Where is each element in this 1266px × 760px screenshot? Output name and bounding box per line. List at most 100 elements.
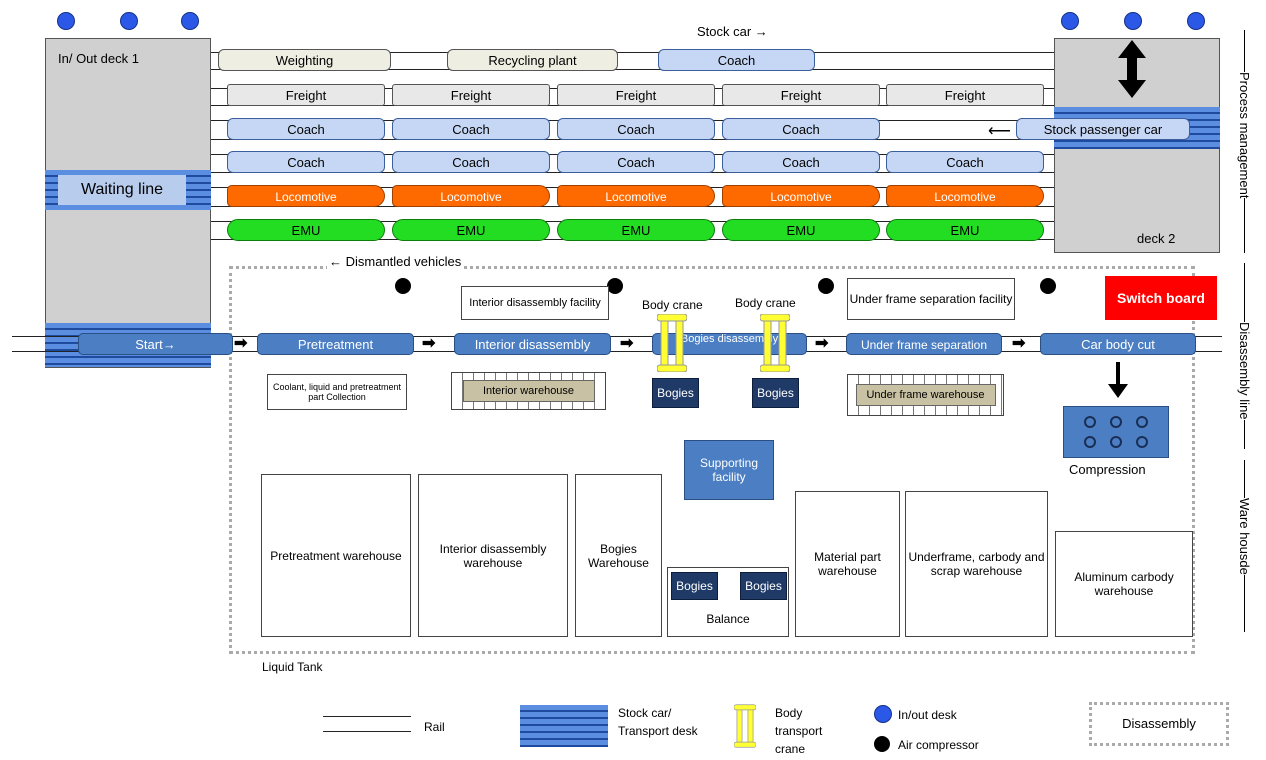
- disassembly-line-label: Disassembly line: [1237, 322, 1252, 420]
- inout-desk-dot: [1061, 12, 1079, 30]
- bogies-block: Bogies: [752, 378, 799, 408]
- interior-warehouse-frame: Interior warehouse: [451, 372, 606, 410]
- legend-crane-label: Body transport crane: [775, 706, 823, 756]
- legend-air-label: Air compressor: [898, 738, 979, 752]
- right-arrow-icon: ➡: [234, 335, 248, 352]
- dismantled-vehicles-label: ← Dismantled vehicles: [327, 254, 464, 269]
- inout-desk-dot: [57, 12, 75, 30]
- balance-bogies-block: Bogies: [671, 572, 718, 600]
- inout-desk-dot: [181, 12, 199, 30]
- switch-board: Switch board: [1105, 276, 1217, 320]
- legend-rail-label: Rail: [424, 720, 445, 734]
- locomotive-car: Locomotive: [392, 185, 550, 207]
- underframe-carbody-warehouse: Underframe, carbody and scrap warehouse: [905, 491, 1048, 637]
- legend-stock-car-swatch: [520, 705, 608, 747]
- inout-desk-dot: [1124, 12, 1142, 30]
- legend-rail-line: [323, 716, 411, 717]
- supporting-facility: Supporting facility: [684, 440, 774, 500]
- air-compressor-dot: [818, 278, 834, 294]
- freight-car: Freight: [886, 84, 1044, 106]
- coach-car: Coach: [392, 151, 550, 173]
- body-crane-icon: [657, 314, 687, 372]
- legend-inout-label: In/out desk: [898, 708, 957, 722]
- interior-disassembly-facility: Interior disassembly facility: [461, 286, 609, 320]
- compression-rollers-icon: [1084, 416, 1148, 448]
- vertical-double-arrow-icon: [1118, 40, 1146, 98]
- aluminum-carbody-warehouse: Aluminum carbody warehouse: [1055, 531, 1193, 637]
- underframe-warehouse: Under frame warehouse: [855, 384, 996, 406]
- pretreatment-step: Pretreatment: [257, 333, 414, 355]
- interior-disassembly-warehouse: Interior disassembly warehouse: [418, 474, 568, 637]
- interior-warehouse: Interior warehouse: [462, 380, 595, 402]
- air-compressor-dot: [395, 278, 411, 294]
- underframe-separation-facility: Under frame separation facility: [847, 278, 1015, 320]
- legend-stock-car-label: Stock car/ Transport desk: [618, 706, 698, 738]
- interior-disassembly-step: Interior disassembly: [454, 333, 611, 355]
- freight-car: Freight: [557, 84, 715, 106]
- coach-car: Coach: [227, 151, 385, 173]
- left-arrow-icon: ⟵: [988, 123, 1011, 140]
- freight-car: Freight: [722, 84, 880, 106]
- liquid-tank-label: Liquid Tank: [262, 660, 323, 674]
- locomotive-car: Locomotive: [557, 185, 715, 207]
- freight-car: Freight: [392, 84, 550, 106]
- recycling-plant-car: Recycling plant: [447, 49, 618, 71]
- body-crane-label: Body crane: [642, 298, 703, 312]
- inout-desk-dot: [1187, 12, 1205, 30]
- underframe-warehouse-frame: Under frame warehouse: [847, 374, 1004, 416]
- compression-label: Compression: [1069, 462, 1146, 477]
- rail: [12, 336, 1222, 337]
- emu-car: EMU: [392, 219, 550, 241]
- stock-car-label: Stock car →: [697, 24, 768, 39]
- legend-rail-line: [323, 731, 411, 732]
- deck1-label: In/ Out deck 1: [58, 51, 139, 66]
- coach-car: Coach: [722, 118, 880, 140]
- process-management-label: Process management: [1237, 72, 1252, 199]
- freight-car: Freight: [227, 84, 385, 106]
- rail: [211, 52, 1054, 53]
- air-compressor-dot: [607, 278, 623, 294]
- emu-car: EMU: [227, 219, 385, 241]
- body-crane-icon: [760, 314, 790, 372]
- air-compressor-dot: [1040, 278, 1056, 294]
- bogies-block: Bogies: [652, 378, 699, 408]
- pretreatment-warehouse: Pretreatment warehouse: [261, 474, 411, 637]
- start-step: Start→: [78, 333, 233, 355]
- emu-car: EMU: [722, 219, 880, 241]
- bogies-warehouse: Bogies Warehouse: [575, 474, 662, 637]
- car-body-cut-step: Car body cut: [1040, 333, 1196, 355]
- inout-desk-dot: [120, 12, 138, 30]
- waiting-line-label: Waiting line: [58, 175, 186, 205]
- top-coach: Coach: [658, 49, 815, 71]
- rail: [211, 69, 1054, 70]
- right-arrow-icon: ➡: [1012, 335, 1026, 352]
- right-arrow-icon: ➡: [620, 335, 634, 352]
- weighting-car: Weighting: [218, 49, 391, 71]
- balance-label: Balance: [706, 612, 750, 626]
- coach-car: Coach: [886, 151, 1044, 173]
- emu-car: EMU: [557, 219, 715, 241]
- legend-inout-dot: [874, 705, 892, 723]
- legend-disassembly: Disassembly: [1089, 702, 1229, 746]
- underframe-separation-step: Under frame separation: [846, 333, 1002, 355]
- emu-car: EMU: [886, 219, 1044, 241]
- warehouse-label: Ware housde: [1237, 498, 1252, 575]
- coach-car: Coach: [722, 151, 880, 173]
- legend-air-dot: [874, 736, 890, 752]
- balance-bogies-block: Bogies: [740, 572, 787, 600]
- disassembly-zone: [229, 266, 1195, 654]
- compression-unit: [1063, 406, 1169, 458]
- material-part-warehouse: Material part warehouse: [795, 491, 900, 637]
- locomotive-car: Locomotive: [227, 185, 385, 207]
- coach-car: Coach: [392, 118, 550, 140]
- right-arrow-icon: ➡: [815, 335, 829, 352]
- coach-car: Coach: [557, 118, 715, 140]
- legend-crane-icon: [734, 704, 756, 748]
- down-arrow-icon: [1108, 362, 1128, 398]
- coach-car: Coach: [557, 151, 715, 173]
- coach-car: Coach: [227, 118, 385, 140]
- locomotive-car: Locomotive: [722, 185, 880, 207]
- body-crane-label: Body crane: [735, 296, 796, 310]
- right-arrow-icon: ➡: [422, 335, 436, 352]
- coolant-collection: Coolant, liquid and pretreatment part Co…: [267, 374, 407, 410]
